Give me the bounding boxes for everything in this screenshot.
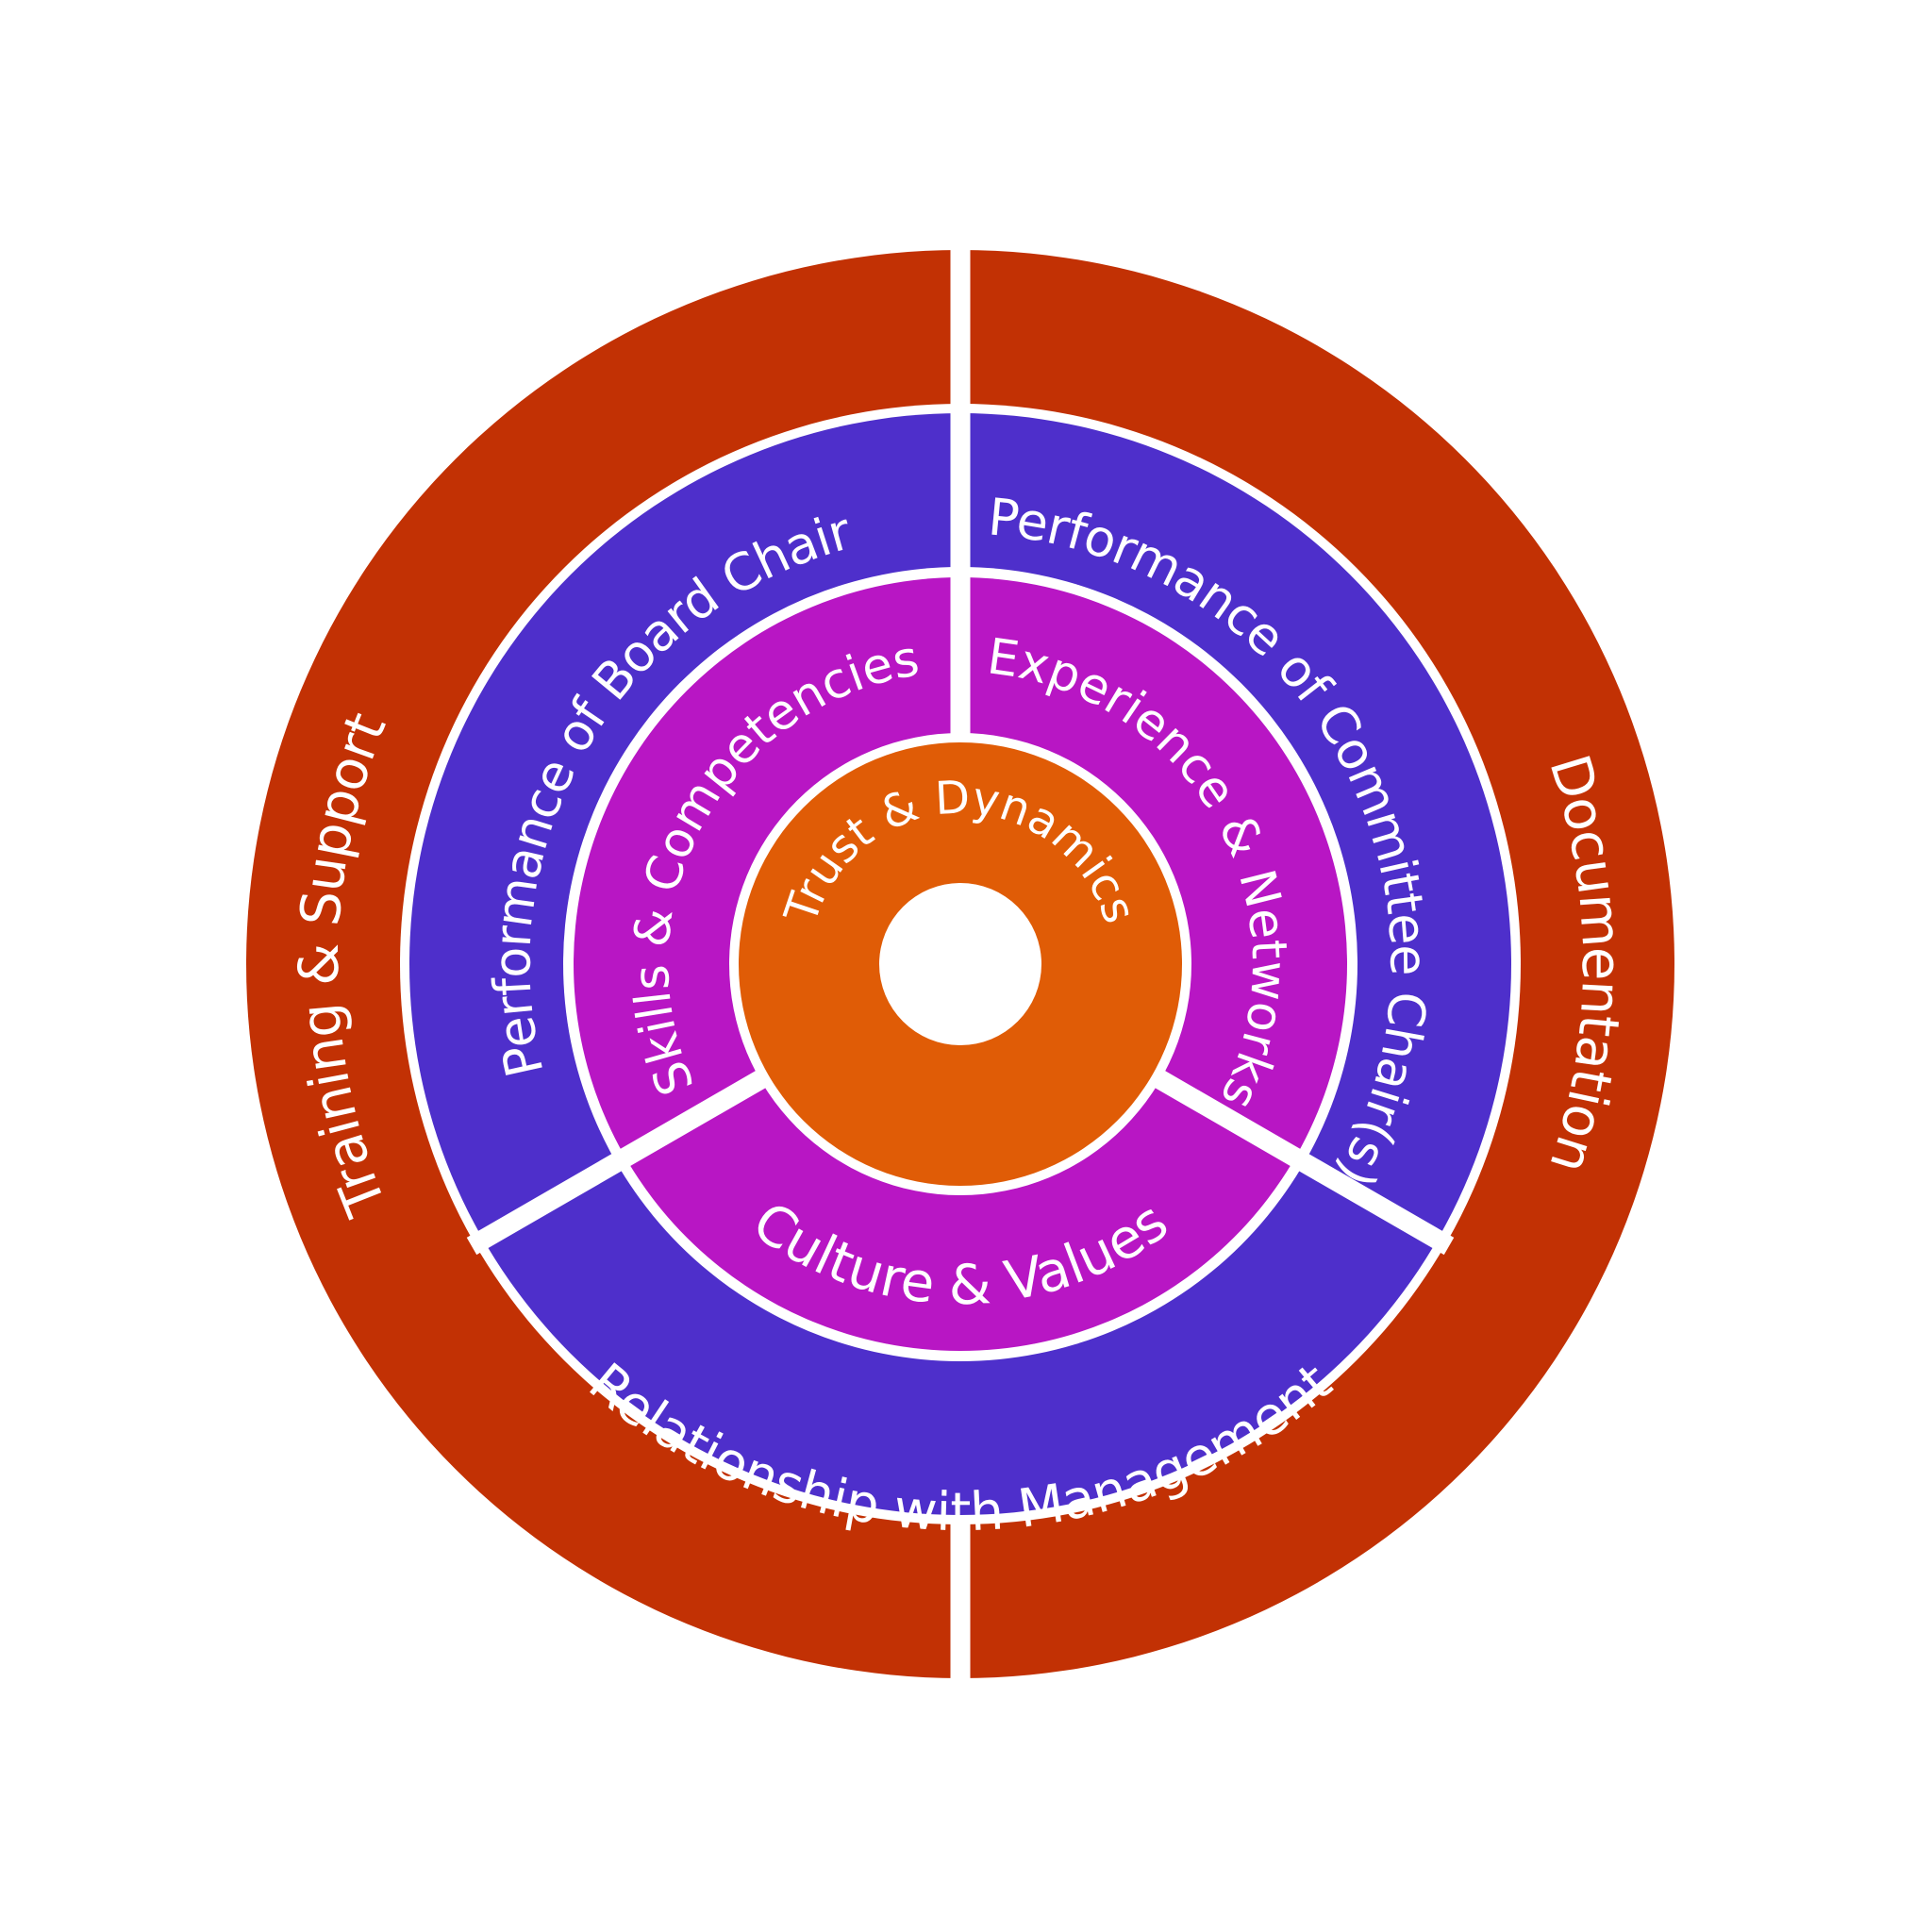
center-hole [879, 883, 1041, 1045]
segment-dividers [466, 236, 1455, 1693]
